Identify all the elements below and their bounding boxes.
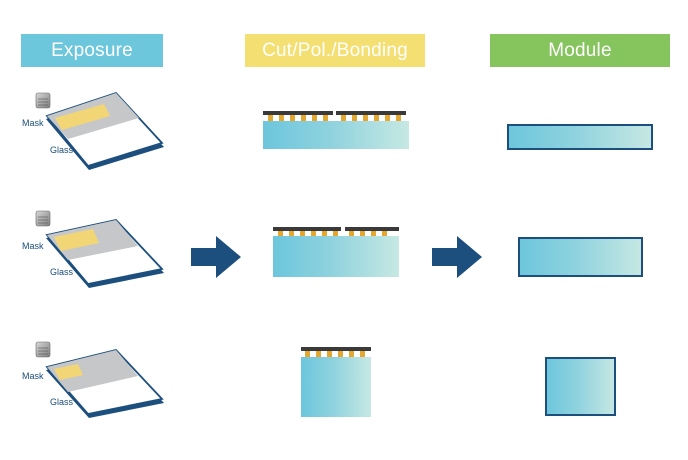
lamp-icon <box>35 341 51 358</box>
bonding-pads <box>278 231 387 236</box>
arrow-right-icon <box>432 236 482 278</box>
polarizer-right <box>336 111 406 115</box>
lamp-icon <box>35 210 51 227</box>
exposure-window <box>54 364 83 380</box>
mask-label: Mask <box>22 118 44 128</box>
polarizer <box>301 347 371 351</box>
module-large <box>545 357 616 416</box>
lamp-icon <box>35 92 51 109</box>
exposure-window <box>55 104 110 130</box>
mask-label: Mask <box>22 371 44 381</box>
bonding-pads <box>268 115 401 121</box>
header-module: Module <box>490 34 670 67</box>
exposure-unit-3: Mask Glass <box>22 341 164 418</box>
bonded-panel-row-1 <box>263 111 409 149</box>
glass-label: Glass <box>50 267 74 277</box>
glass-substrate <box>263 121 409 149</box>
glass-label: Glass <box>50 145 74 155</box>
bonded-panel-row-3 <box>301 347 371 417</box>
mask-plate <box>47 350 138 392</box>
polarizer-right <box>345 227 399 231</box>
arrow-right-icon <box>191 236 241 278</box>
exposure-unit-2: Mask Glass <box>22 210 164 288</box>
exposure-unit-1: Mask Glass <box>22 91 164 170</box>
glass-substrate <box>273 236 399 277</box>
header-cut-pol-bonding: Cut/Pol./Bonding <box>245 34 425 67</box>
module-small <box>507 124 653 150</box>
bonding-pads <box>305 351 365 357</box>
mask-label: Mask <box>22 241 44 251</box>
exposure-window <box>54 229 99 251</box>
glass-label: Glass <box>50 397 74 407</box>
polarizer-left <box>273 227 341 231</box>
bonded-panel-row-2 <box>273 227 399 277</box>
header-exposure: Exposure <box>21 34 163 67</box>
module-medium <box>518 237 643 277</box>
glass-substrate <box>301 357 371 417</box>
polarizer-left <box>263 111 333 115</box>
